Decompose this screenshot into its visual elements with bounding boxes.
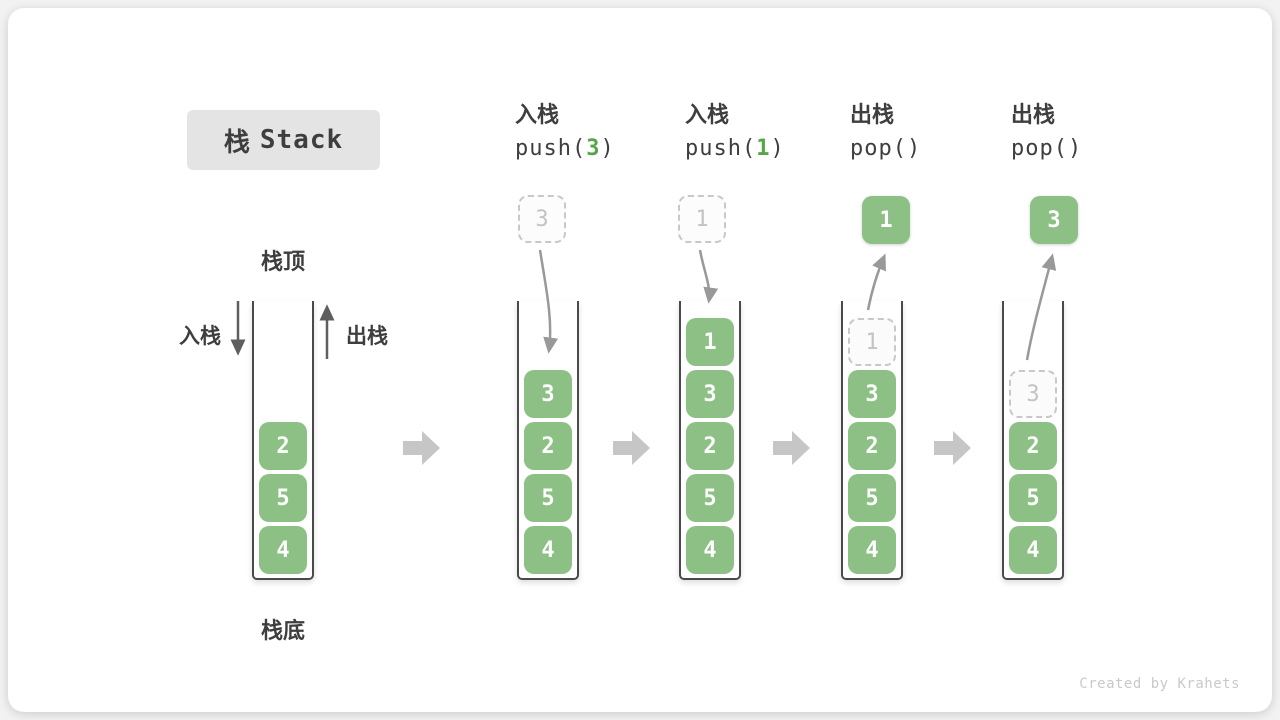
operation-label-pop-3: 出栈 pop() bbox=[1011, 103, 1082, 161]
op-name: 出栈 bbox=[850, 103, 895, 128]
code-post: ) bbox=[906, 136, 922, 162]
stack-block: 2 bbox=[848, 422, 896, 470]
stack-bottom-label: 栈底 bbox=[260, 619, 305, 644]
stack-state-3: 4 5 2 3 1 bbox=[679, 301, 741, 580]
stack-state-4: 4 5 2 3 1 bbox=[841, 301, 903, 580]
watermark: Created by Krahets bbox=[1079, 676, 1240, 692]
stack-block: 4 bbox=[686, 526, 734, 574]
op-name: 入栈 bbox=[685, 103, 730, 128]
push-side-label: 入栈 bbox=[179, 324, 221, 348]
stack-block: 2 bbox=[259, 422, 307, 470]
code-post: ) bbox=[600, 136, 615, 162]
stack-block: 5 bbox=[848, 474, 896, 522]
op-code: push(3) bbox=[515, 137, 615, 161]
operation-label-push-1: 入栈 push(1) bbox=[685, 103, 785, 161]
op-code: pop() bbox=[850, 137, 921, 161]
stack-state-5: 4 5 2 3 bbox=[1002, 301, 1064, 580]
title-en: Stack bbox=[259, 125, 344, 155]
staged-element-1: 1 bbox=[678, 195, 726, 243]
stack-block: 5 bbox=[686, 474, 734, 522]
operation-label-pop-1: 出栈 pop() bbox=[850, 103, 921, 161]
code-arg: 3 bbox=[586, 136, 601, 162]
op-code: push(1) bbox=[685, 137, 785, 161]
op-name: 入栈 bbox=[515, 103, 560, 128]
stack-block: 2 bbox=[524, 422, 572, 470]
code-pre: pop( bbox=[1011, 136, 1068, 162]
stack-block: 3 bbox=[848, 370, 896, 418]
stack-block: 5 bbox=[524, 474, 572, 522]
diagram-title: 栈 Stack bbox=[187, 110, 380, 170]
code-pre: push( bbox=[515, 136, 587, 162]
stack-block: 2 bbox=[1009, 422, 1057, 470]
code-post: ) bbox=[1067, 136, 1083, 162]
staged-element-3: 3 bbox=[518, 195, 566, 243]
popped-element-3: 3 bbox=[1030, 196, 1078, 244]
stack-block: 2 bbox=[686, 422, 734, 470]
stack-block: 5 bbox=[1009, 474, 1057, 522]
stack-state-1: 4 5 2 bbox=[252, 301, 314, 580]
code-pre: pop( bbox=[850, 136, 907, 162]
ghost-block: 3 bbox=[1009, 370, 1057, 418]
stack-block: 4 bbox=[1009, 526, 1057, 574]
stack-block: 4 bbox=[259, 526, 307, 574]
stack-block: 3 bbox=[524, 370, 572, 418]
code-arg: 1 bbox=[756, 136, 771, 162]
stack-state-2: 4 5 2 3 bbox=[517, 301, 579, 580]
stack-block: 3 bbox=[686, 370, 734, 418]
pop-side-label: 出栈 bbox=[346, 324, 388, 348]
stack-block: 1 bbox=[686, 318, 734, 366]
operation-label-push-3: 入栈 push(3) bbox=[515, 103, 615, 161]
stack-block: 5 bbox=[259, 474, 307, 522]
stack-block: 4 bbox=[524, 526, 572, 574]
code-post: ) bbox=[770, 136, 785, 162]
popped-element-1: 1 bbox=[862, 196, 910, 244]
stack-top-label: 栈顶 bbox=[260, 250, 305, 275]
op-name: 出栈 bbox=[1011, 103, 1056, 128]
op-code: pop() bbox=[1011, 137, 1082, 161]
stack-block: 4 bbox=[848, 526, 896, 574]
code-pre: push( bbox=[685, 136, 757, 162]
ghost-block: 1 bbox=[848, 318, 896, 366]
title-zh: 栈 bbox=[223, 127, 250, 158]
